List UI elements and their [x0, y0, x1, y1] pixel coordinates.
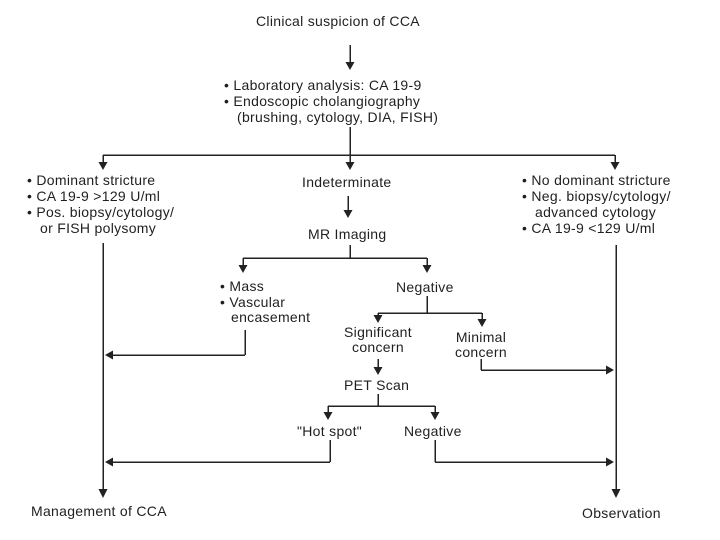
branch-negative-two-way — [373, 296, 487, 327]
node-mr-negative: Negative — [396, 279, 454, 295]
workup-line-1: • Laboratory analysis: CA 19-9 — [224, 77, 422, 93]
workup-line-2: • Endoscopic cholangiography — [224, 93, 421, 109]
node-workup: • Laboratory analysis: CA 19-9 • Endosco… — [224, 77, 438, 125]
positive-criteria-line-1: • Dominant stricture — [27, 172, 156, 188]
branch-pet-two-way — [323, 394, 440, 420]
node-mr-imaging: MR Imaging — [308, 226, 387, 242]
mass-line-3: encasement — [231, 309, 311, 325]
connector-hotspot-to-left-trunk — [105, 440, 331, 467]
arrow-concern-to-pet — [373, 359, 383, 375]
mass-line-2: • Vascular — [220, 293, 286, 310]
node-observation: Observation — [582, 505, 661, 521]
arrow-indeterminate-to-mr — [343, 196, 353, 218]
node-pet-scan: PET Scan — [344, 377, 410, 393]
arrow-left-trunk-management — [98, 243, 108, 498]
minimal-concern-line-1: Minimal — [455, 329, 507, 345]
node-indeterminate: Indeterminate — [302, 174, 392, 190]
node-hot-spot: "Hot spot" — [297, 423, 363, 439]
workup-line-3: (brushing, cytology, DIA, FISH) — [237, 109, 439, 125]
positive-criteria-line-3: • Pos. biopsy/cytology/ — [27, 204, 175, 220]
negative-criteria-line-2: • Neg. biopsy/cytology/ — [522, 188, 671, 204]
branch-workup-three-way — [98, 127, 620, 170]
negative-criteria-line-3: advanced cytology — [535, 204, 657, 220]
negative-criteria-line-1: • No dominant stricture — [522, 172, 671, 188]
arrow-start-to-workup — [345, 45, 355, 70]
positive-criteria-line-4: or FISH polysomy — [40, 220, 157, 236]
node-significant-concern: Significant concern — [338, 325, 418, 355]
significant-concern-line-1: Significant — [344, 324, 412, 340]
branch-mr-two-way — [238, 245, 432, 273]
positive-criteria-line-2: • CA 19-9 >129 U/ml — [27, 188, 161, 204]
connector-mass-to-left-trunk — [105, 330, 246, 360]
mass-line-1: • Mass — [220, 278, 265, 294]
connector-minimal-to-right-trunk — [480, 359, 614, 375]
node-minimal-concern: Minimal concern — [441, 330, 521, 360]
minimal-concern-line-2: concern — [455, 344, 507, 360]
node-clinical-suspicion: Clinical suspicion of CCA — [256, 13, 420, 29]
node-negative-criteria: • No dominant stricture • Neg. biopsy/cy… — [522, 172, 671, 236]
node-mass-vascular: • Mass • Vascular encasement — [220, 278, 311, 326]
node-positive-criteria: • Dominant stricture • CA 19-9 >129 U/ml… — [27, 172, 174, 236]
significant-concern-line-2: concern — [352, 339, 404, 355]
node-pet-negative: Negative — [404, 423, 462, 439]
arrow-right-trunk-observation — [611, 245, 621, 498]
connector-petnegative-to-right-trunk — [434, 440, 614, 467]
node-management-of-cca: Management of CCA — [31, 503, 167, 519]
negative-criteria-line-4: • CA 19-9 <129 U/ml — [522, 220, 656, 236]
